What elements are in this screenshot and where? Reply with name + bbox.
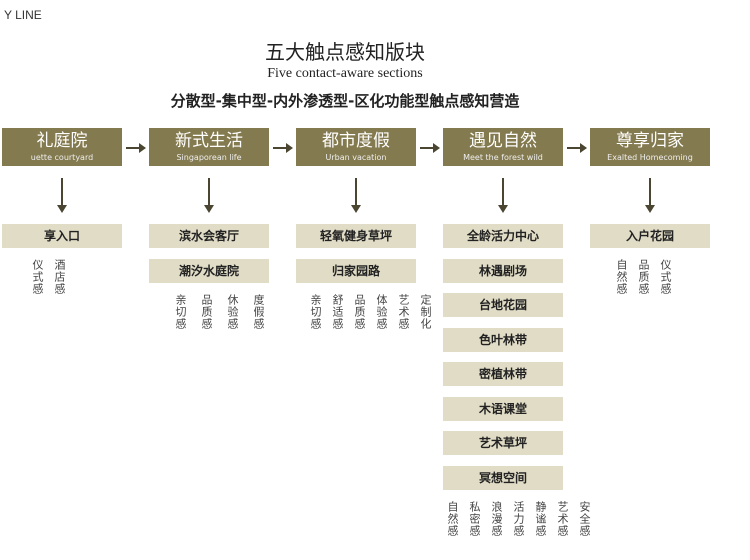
perception-label: 活力感 xyxy=(512,500,525,537)
section-box: 新式生活 Singaporean life xyxy=(149,128,269,166)
perception-label: 私密感 xyxy=(468,500,481,537)
perception-label: 自然感 xyxy=(446,500,459,537)
arrow-right-icon xyxy=(420,143,440,153)
perception-label: 舒适感 xyxy=(331,294,344,330)
section-subtitle: uette courtyard xyxy=(30,153,94,162)
perception-label: 品质感 xyxy=(637,259,650,295)
touchpoint-box: 滨水会客厅 xyxy=(149,224,269,248)
perception-label: 休验感 xyxy=(226,294,239,330)
touchpoint-box: 享入口 xyxy=(2,224,122,248)
perception-labels: 自然感品质感仪式感 xyxy=(614,259,672,295)
section-box: 礼庭院 uette courtyard xyxy=(2,128,122,166)
arrow-down-icon xyxy=(57,178,67,213)
section-title: 都市度假 xyxy=(322,131,390,151)
perception-label: 酒店感 xyxy=(53,259,66,295)
section-subtitle: Exalted Homecoming xyxy=(607,153,693,162)
section-subtitle: Meet the forest wild xyxy=(463,153,543,162)
touchpoint-box: 全龄活力中心 xyxy=(443,224,563,248)
section-box: 都市度假 Urban vacation xyxy=(296,128,416,166)
perception-label: 亲切感 xyxy=(174,294,187,330)
perception-label: 度假感 xyxy=(252,294,265,330)
touchpoint-box: 潮汐水庭院 xyxy=(149,259,269,283)
section-title: 尊享归家 xyxy=(616,131,684,151)
perception-label: 安全感 xyxy=(578,500,591,537)
section-subtitle: Singaporean life xyxy=(176,153,242,162)
touchpoint-box: 归家园路 xyxy=(296,259,416,283)
arrow-down-icon xyxy=(351,178,361,213)
section-title: 新式生活 xyxy=(175,131,243,151)
arrow-right-icon xyxy=(126,143,146,153)
perception-label: 艺术感 xyxy=(397,294,410,330)
touchpoint-box: 密植林带 xyxy=(443,362,563,386)
perception-label: 定制化 xyxy=(419,294,432,330)
touchpoint-box: 色叶林带 xyxy=(443,327,563,352)
page-tagline: 分散型-集中型-内外渗透型-区化功能型触点感知营造 xyxy=(170,92,520,110)
perception-label: 品质感 xyxy=(200,294,213,330)
perception-labels: 自然感私密感浪漫感活力感静谧感艺术感安全感 xyxy=(445,501,591,537)
section-title: 礼庭院 xyxy=(36,131,88,151)
touchpoint-box: 木语课堂 xyxy=(443,396,563,421)
section-box: 遇见自然 Meet the forest wild xyxy=(443,128,563,166)
perception-labels: 亲切感舒适感品质感体验感艺术感定制化 xyxy=(308,294,432,330)
perception-label: 仪式感 xyxy=(659,259,672,295)
perception-label: 体验感 xyxy=(375,294,388,330)
perception-label: 静谧感 xyxy=(534,500,547,537)
touchpoint-box: 轻氧健身草坪 xyxy=(296,224,416,248)
arrow-right-icon xyxy=(567,143,587,153)
brand-text: Y LINE xyxy=(4,8,42,22)
page-subtitle: Five contact-aware sections xyxy=(267,66,423,81)
perception-labels: 亲切感品质感休验感度假感 xyxy=(173,294,265,330)
perception-label: 品质感 xyxy=(353,294,366,330)
perception-label: 自然感 xyxy=(615,259,628,295)
touchpoint-box: 林遇剧场 xyxy=(443,258,563,283)
touchpoint-box: 台地花园 xyxy=(443,293,563,317)
arrow-right-icon xyxy=(273,143,293,153)
page-title: 五大触点感知版块 xyxy=(265,40,425,64)
perception-label: 浪漫感 xyxy=(490,500,503,537)
arrow-down-icon xyxy=(204,178,214,213)
section-subtitle: Urban vacation xyxy=(325,153,387,162)
perception-label: 仪式感 xyxy=(31,259,44,295)
arrow-down-icon xyxy=(645,178,655,213)
perception-label: 艺术感 xyxy=(556,500,569,537)
perception-label: 亲切感 xyxy=(309,294,322,330)
perception-labels: 仪式感酒店感 xyxy=(30,259,66,295)
touchpoint-box: 艺术草坪 xyxy=(443,431,563,455)
arrow-down-icon xyxy=(498,178,508,213)
section-box: 尊享归家 Exalted Homecoming xyxy=(590,128,710,166)
section-title: 遇见自然 xyxy=(469,131,537,151)
touchpoint-box: 冥想空间 xyxy=(443,465,563,490)
touchpoint-box: 入户花园 xyxy=(590,224,710,248)
